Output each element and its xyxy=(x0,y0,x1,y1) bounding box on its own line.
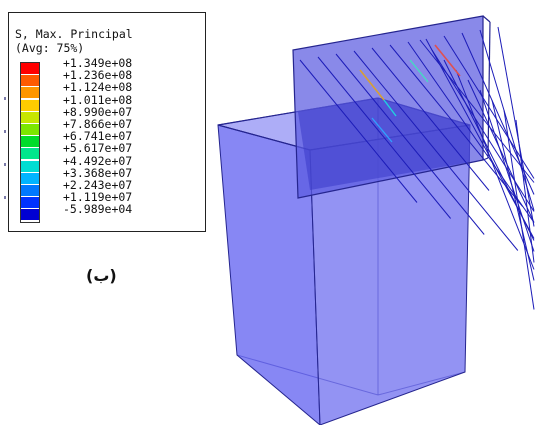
legend-value-label: +1.119e+07 xyxy=(63,190,133,205)
legend-title: S, Max. Principal xyxy=(15,27,133,41)
fiber-line xyxy=(335,53,485,235)
plate-edge xyxy=(482,15,491,23)
legend-value-label: +8.990e+07 xyxy=(63,104,133,119)
fiber-line xyxy=(353,50,519,251)
legend-swatch xyxy=(21,172,39,184)
viewport-tick xyxy=(4,163,6,166)
stress-legend: S, Max. Principal (Avg: 75%) +1.349e+08+… xyxy=(8,12,206,232)
legend-value-label: +2.243e+07 xyxy=(63,178,133,192)
legend-subtitle: (Avg: 75%) xyxy=(15,41,85,55)
fiber-line xyxy=(317,56,451,219)
legend-value-label: +1.349e+08 xyxy=(63,56,133,70)
viewport-tick xyxy=(4,130,6,133)
fiber-line xyxy=(491,99,535,281)
fiber-stress-highlight xyxy=(371,117,393,143)
legend-swatch xyxy=(21,99,39,111)
fiber-line xyxy=(515,119,535,263)
fiber-line xyxy=(443,35,535,179)
legend-value-label: +4.492e+07 xyxy=(63,153,133,168)
legend-swatch xyxy=(21,185,39,196)
legend-value-label: +6.741e+07 xyxy=(63,129,133,144)
fiber-stress-highlight xyxy=(434,44,461,77)
figure-caption: (ب) xyxy=(86,266,117,285)
legend-value-label: -5.989e+04 xyxy=(63,202,133,217)
fiber-stress-highlight xyxy=(383,99,397,117)
viewport-tick xyxy=(4,97,6,100)
legend-swatch xyxy=(21,197,39,209)
fiber-line xyxy=(503,109,535,310)
legend-swatch xyxy=(21,160,39,172)
legend-value-label: +1.124e+08 xyxy=(63,80,133,95)
plate-edge xyxy=(487,21,491,159)
fiber-line xyxy=(479,89,535,252)
fiber-stress-highlight xyxy=(409,59,429,83)
plate-embedded-region xyxy=(298,98,470,190)
fiber-line xyxy=(371,47,490,191)
fiber-line xyxy=(455,69,535,270)
fiber-line xyxy=(419,39,535,183)
legend-swatch xyxy=(21,111,39,123)
legend-swatch xyxy=(21,148,39,160)
viewport-tick xyxy=(4,196,6,199)
legend-swatch xyxy=(21,75,39,87)
legend-swatch xyxy=(21,136,39,148)
fiber-group xyxy=(299,26,535,310)
fiber-line xyxy=(389,44,523,207)
legend-swatch xyxy=(21,124,39,135)
legend-value-label: +1.236e+08 xyxy=(63,68,133,83)
fiber-line xyxy=(299,59,418,203)
legend-swatch xyxy=(21,63,39,74)
legend-value-label: +1.011e+08 xyxy=(63,92,133,107)
fiber-line xyxy=(497,26,535,227)
legend-value-label: +5.617e+07 xyxy=(63,141,133,156)
fiber-line xyxy=(479,29,535,211)
fiber-line xyxy=(431,49,535,212)
legend-swatch xyxy=(21,209,39,221)
legend-value-label: +7.866e+07 xyxy=(63,117,133,131)
legend-value-label: +3.368e+07 xyxy=(63,165,133,180)
legend-colorbar-frame xyxy=(20,62,40,223)
legend-swatch xyxy=(21,87,39,99)
fiber-stress-highlight xyxy=(359,69,385,101)
